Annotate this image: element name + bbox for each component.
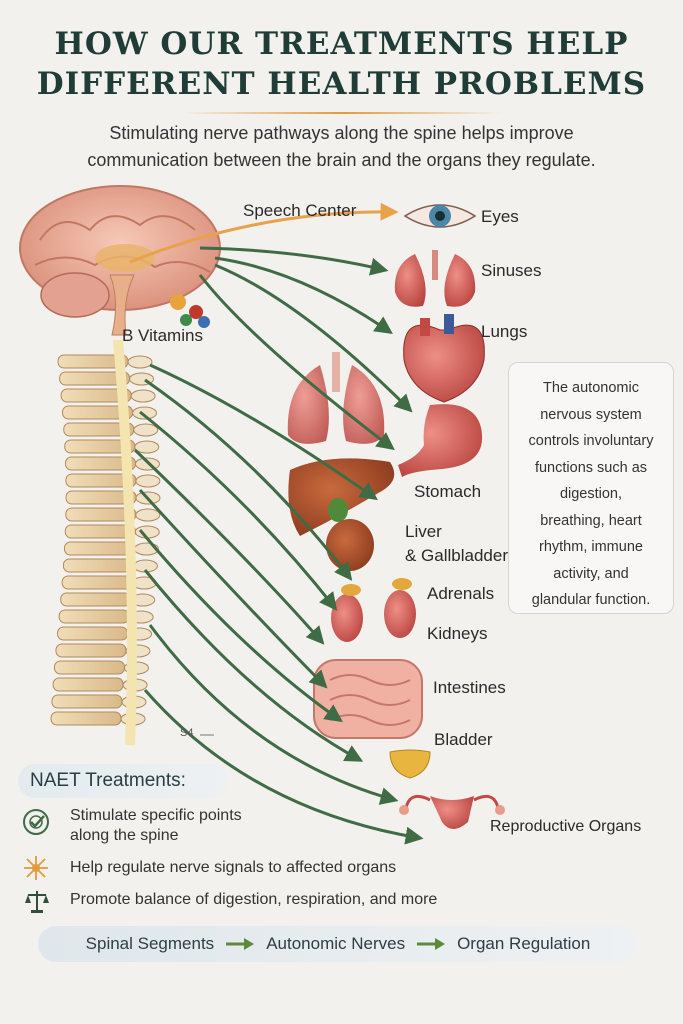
info-line: functions such as	[534, 459, 648, 476]
info-line: glandular function.	[531, 592, 651, 608]
subtitle-line1: Stimulating nerve pathways along the spi…	[109, 123, 574, 143]
info-line: rhythm, immune	[539, 539, 643, 555]
brain	[19, 185, 221, 336]
intestines-label: Intestines	[433, 678, 506, 697]
sinuses-icon	[394, 250, 476, 307]
b-vitamins-icon	[170, 294, 210, 328]
naet-title-pill	[18, 764, 228, 798]
autonomic-info-box: The autonomic nervous system controls in…	[508, 362, 674, 614]
nerve-arrow-adrenals	[139, 410, 338, 611]
page-title-line2: DIFFERENT HEALTH PROBLEMS	[36, 66, 647, 102]
lungs-label: Lungs	[481, 322, 528, 341]
kidneys-icon	[331, 578, 416, 642]
nerve-arrow-intestines	[138, 488, 328, 689]
vertebra-process	[135, 474, 161, 488]
nerve-arrow-colon	[138, 529, 343, 723]
spinal-cord	[113, 339, 137, 746]
flow-step-autonomic-nerves: Autonomic Nerves	[266, 934, 406, 953]
title-divider	[180, 112, 503, 114]
vertebra-process	[127, 355, 153, 369]
nerve-arrow-liver	[149, 363, 378, 501]
nerve-arrows	[129, 202, 424, 845]
nerve-arrow-lungs	[214, 263, 413, 413]
naet-item-2: Help regulate nerve signals to affected …	[70, 859, 397, 876]
arrow-right-icon	[417, 938, 446, 950]
page-title-line1: HOW OUR TREATMENTS HELP	[54, 26, 629, 62]
target-check-icon	[23, 809, 49, 835]
info-line: controls involuntary	[528, 433, 654, 449]
vertebra	[50, 711, 122, 726]
bladder-icon	[389, 749, 431, 779]
stomach-icon	[398, 404, 483, 477]
eye-icon	[403, 204, 477, 228]
intestines-icon	[313, 659, 423, 739]
naet-item-3: Promote balance of digestion, respiratio…	[70, 891, 438, 908]
nervous-system-diagram	[19, 185, 505, 845]
naet-item-1-line1: Stimulate specific points	[70, 807, 242, 824]
vertebra-process	[135, 508, 161, 522]
vertebra	[61, 575, 133, 590]
vertebra	[58, 609, 130, 624]
nerve-arrow-heart	[214, 256, 393, 335]
s4-label: S4	[180, 727, 194, 739]
vertebra-process	[133, 423, 159, 437]
lungs-icon	[287, 352, 385, 444]
vertebra	[63, 541, 135, 556]
naet-title: NAET Treatments:	[30, 770, 186, 791]
vertebra-process	[132, 406, 158, 420]
speech-center-arrow	[129, 202, 399, 264]
vertebra	[51, 694, 123, 709]
nerve-arrow-bladder	[143, 569, 364, 762]
naet-item-1-line2: along the spine	[70, 827, 179, 844]
liver-label-line2: & Gallbladder	[405, 546, 509, 565]
vertebra	[62, 558, 134, 573]
flow-step-organ-regulation: Organ Regulation	[457, 934, 591, 953]
liver-icon	[288, 458, 395, 571]
flow-step-spinal-segments: Spinal Segments	[85, 934, 215, 953]
nerve-arrow-reproductive	[148, 624, 399, 805]
liver-label-line1: Liver	[405, 522, 442, 541]
subtitle-line2: communication between the brain and the …	[87, 150, 596, 170]
speech-center-label: Speech Center	[243, 201, 357, 220]
bladder-label: Bladder	[434, 730, 493, 749]
reproductive-organs-label: Reproductive Organs	[490, 818, 642, 835]
info-line: nervous system	[540, 406, 642, 423]
balance-scale-icon	[25, 891, 49, 913]
vertebra-process	[134, 440, 160, 454]
vertebra	[60, 592, 132, 607]
info-line: The autonomic	[543, 380, 639, 396]
adrenals-label: Adrenals	[427, 584, 495, 603]
process-flow-bar: Spinal Segments Autonomic Nerves Organ R…	[38, 926, 638, 962]
arrow-right-icon	[226, 938, 255, 950]
vertebra	[55, 643, 127, 658]
spine	[50, 339, 161, 746]
info-line: activity, and	[553, 565, 629, 582]
kidneys-label: Kidneys	[427, 624, 488, 643]
vertebra	[52, 677, 124, 692]
nerve-arrow-kidneys	[133, 448, 325, 645]
nerve-arrow-pelvic	[143, 689, 424, 845]
eyes-label: Eyes	[481, 207, 519, 226]
vertebra	[53, 660, 125, 675]
reproductive-organs-icon	[399, 794, 505, 829]
nerve-burst-icon	[24, 856, 48, 880]
nerve-arrow-gallbladder	[144, 378, 353, 581]
info-line: digestion,	[559, 486, 623, 502]
heart-icon	[403, 314, 485, 403]
vertebra	[57, 626, 129, 641]
info-line: breathing, heart	[540, 512, 642, 529]
b-vitamins-label: B Vitamins	[122, 326, 203, 345]
stomach-label: Stomach	[414, 482, 482, 501]
vertebra-process	[130, 389, 156, 403]
nerve-arrow-stomach	[198, 274, 395, 451]
sinuses-label: Sinuses	[481, 261, 542, 280]
nerve-arrow-sinuses	[199, 246, 389, 276]
vertebra-process	[134, 525, 160, 539]
